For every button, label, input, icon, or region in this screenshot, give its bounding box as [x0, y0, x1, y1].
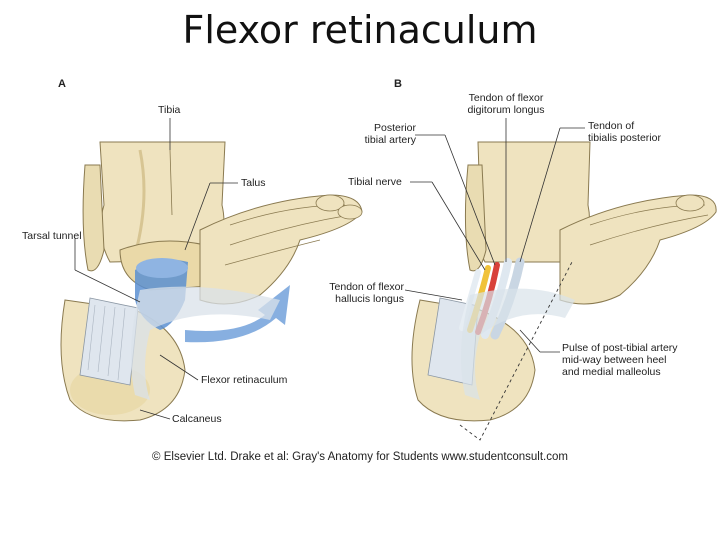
label-pta-line1: Posterior [373, 122, 416, 134]
label-fhl-line2: hallucis longus [335, 293, 404, 305]
label-tibia: Tibia [158, 104, 181, 116]
label-fhl-line1: Tendon of flexor [329, 281, 404, 293]
label-calcaneus: Calcaneus [172, 413, 222, 425]
panel-a-leaders [74, 118, 238, 420]
label-pulse-line1: Pulse of post-tibial artery [562, 342, 678, 354]
flexor-retinaculum-b [461, 288, 575, 400]
panel-a-drawing [60, 141, 363, 422]
label-pulse-line3: and medial malleolus [562, 366, 661, 378]
pulse-dashed-line [459, 261, 573, 441]
label-pta-line2: tibial artery [364, 134, 416, 146]
panel-a-letter: A [58, 78, 66, 90]
label-pulse: Pulse of post-tibial artery mid-way betw… [562, 342, 678, 378]
label-tendon-fdl-line1: Tendon of flexor [468, 92, 544, 104]
label-tendon-tibialis-posterior: Tendon of tibialis posterior [588, 120, 661, 144]
label-tendon-fdl: Tendon of flexor digitorum longus [452, 92, 560, 116]
panel-b-letter: B [394, 78, 402, 90]
flexor-retinaculum-band [131, 286, 280, 400]
slide-title: Flexor retinaculum [182, 8, 538, 52]
label-posterior-tibial-artery: Posterior tibial artery [340, 122, 416, 146]
achilles-tendon [79, 297, 139, 386]
label-tibial-nerve: Tibial nerve [348, 176, 402, 188]
copyright-credit: © Elsevier Ltd. Drake et al: Gray's Anat… [152, 451, 568, 463]
fibula-bone [82, 164, 105, 272]
label-flexor-retinaculum: Flexor retinaculum [201, 374, 288, 386]
panel-b-drawing [411, 141, 717, 441]
label-talus: Talus [241, 177, 266, 189]
label-tp-line1: Tendon of [588, 120, 635, 132]
label-tp-line2: tibialis posterior [588, 132, 661, 144]
panel-b-leaders [404, 118, 585, 353]
label-tarsal-tunnel: Tarsal tunnel [22, 230, 82, 242]
label-tendon-fdl-line2: digitorum longus [467, 104, 545, 116]
label-pulse-line2: mid-way between heel [562, 354, 667, 366]
label-tendon-fhl: Tendon of flexor hallucis longus [312, 281, 404, 305]
